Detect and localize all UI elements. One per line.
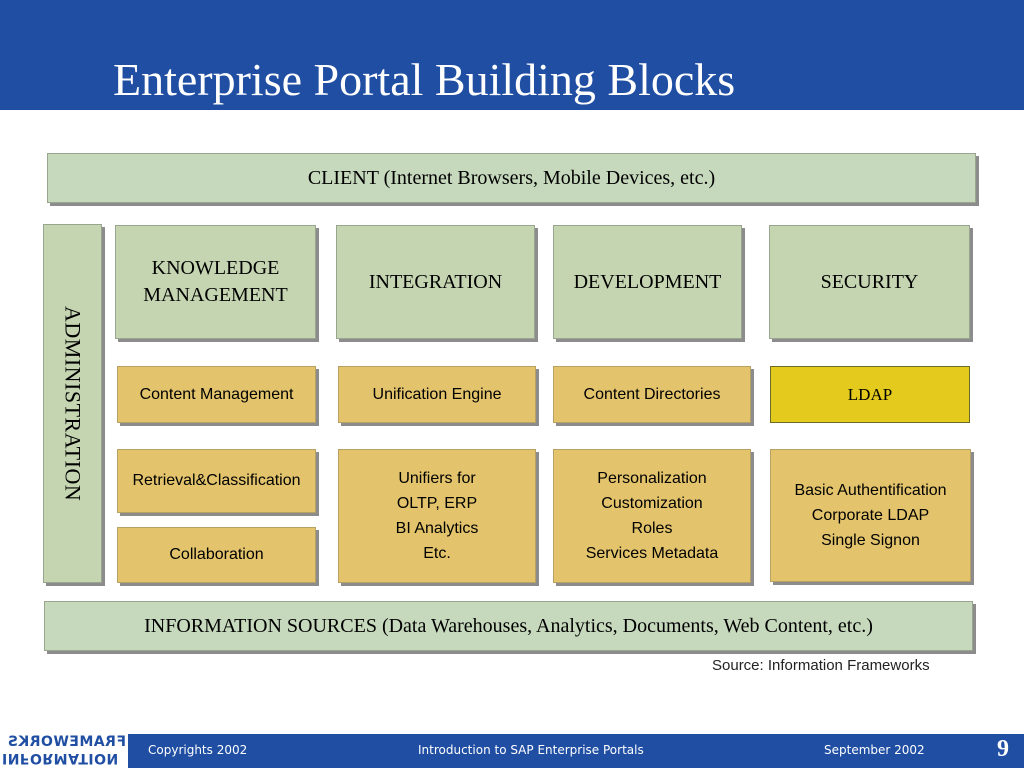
footer-date: September 2002 bbox=[824, 743, 925, 757]
personalization-box: Personalization Customization Roles Serv… bbox=[553, 449, 751, 583]
component-label: Content Directories bbox=[583, 385, 721, 403]
collaboration-box: Collaboration bbox=[117, 527, 316, 583]
column-label-line: KNOWLEDGE bbox=[151, 257, 280, 279]
administration-bar: ADMINISTRATION bbox=[43, 224, 102, 583]
column-label-line: MANAGEMENT bbox=[143, 284, 288, 306]
information-sources-label: INFORMATION SOURCES (Data Warehouses, An… bbox=[144, 614, 873, 637]
content-management-box: Content Management bbox=[117, 366, 316, 423]
title-bar bbox=[0, 0, 1024, 110]
component-line: Etc. bbox=[423, 545, 451, 562]
component-line: Services Metadata bbox=[585, 545, 719, 562]
slide-title: Enterprise Portal Building Blocks bbox=[113, 54, 736, 105]
footer-copyright: Copyrights 2002 bbox=[148, 743, 248, 757]
component-label: Retrieval&Classification bbox=[132, 472, 301, 489]
component-label: Collaboration bbox=[169, 546, 264, 563]
information-frameworks-logo: FRAMEWORKS INFORMATION bbox=[0, 734, 128, 768]
information-sources-layer: INFORMATION SOURCES (Data Warehouses, An… bbox=[44, 601, 973, 651]
column-label: INTEGRATION bbox=[368, 270, 503, 293]
administration-label: ADMINISTRATION bbox=[60, 305, 86, 502]
client-label: CLIENT (Internet Browsers, Mobile Device… bbox=[307, 166, 716, 189]
column-knowledge-management: KNOWLEDGE MANAGEMENT bbox=[115, 225, 316, 339]
ldap-box: LDAP bbox=[770, 366, 970, 423]
footer-bar bbox=[0, 734, 1024, 768]
component-line: BI Analytics bbox=[395, 520, 479, 537]
component-line: Unifiers for bbox=[398, 470, 476, 487]
component-line: Customization bbox=[601, 495, 703, 512]
unifiers-box: Unifiers for OLTP, ERP BI Analytics Etc. bbox=[338, 449, 536, 583]
source-note: Source: Information Frameworks bbox=[712, 657, 930, 674]
logo-text-top: FRAMEWORKS bbox=[7, 734, 126, 750]
component-label: Content Management bbox=[139, 385, 294, 403]
column-integration: INTEGRATION bbox=[336, 225, 535, 339]
component-line: Personalization bbox=[597, 470, 707, 487]
footer-course-title: Introduction to SAP Enterprise Portals bbox=[418, 743, 644, 757]
component-line: Basic Authentification bbox=[794, 482, 947, 499]
column-label: DEVELOPMENT bbox=[573, 270, 722, 293]
logo-text-bottom: INFORMATION bbox=[2, 750, 119, 766]
unification-engine-box: Unification Engine bbox=[338, 366, 536, 423]
component-line: OLTP, ERP bbox=[396, 495, 478, 512]
column-development: DEVELOPMENT bbox=[553, 225, 742, 339]
component-line: Corporate LDAP bbox=[811, 507, 930, 524]
component-label: LDAP bbox=[847, 384, 893, 404]
content-directories-box: Content Directories bbox=[553, 366, 751, 423]
component-line: Single Signon bbox=[821, 532, 920, 549]
page-number: 9 bbox=[997, 736, 1009, 762]
column-label: SECURITY bbox=[820, 270, 919, 293]
authentication-box: Basic Authentification Corporate LDAP Si… bbox=[770, 449, 971, 582]
client-layer: CLIENT (Internet Browsers, Mobile Device… bbox=[47, 153, 976, 203]
column-security: SECURITY bbox=[769, 225, 970, 339]
component-line: Roles bbox=[631, 520, 673, 537]
retrieval-classification-box: Retrieval&Classification bbox=[117, 449, 316, 513]
component-label: Unification Engine bbox=[372, 385, 502, 403]
